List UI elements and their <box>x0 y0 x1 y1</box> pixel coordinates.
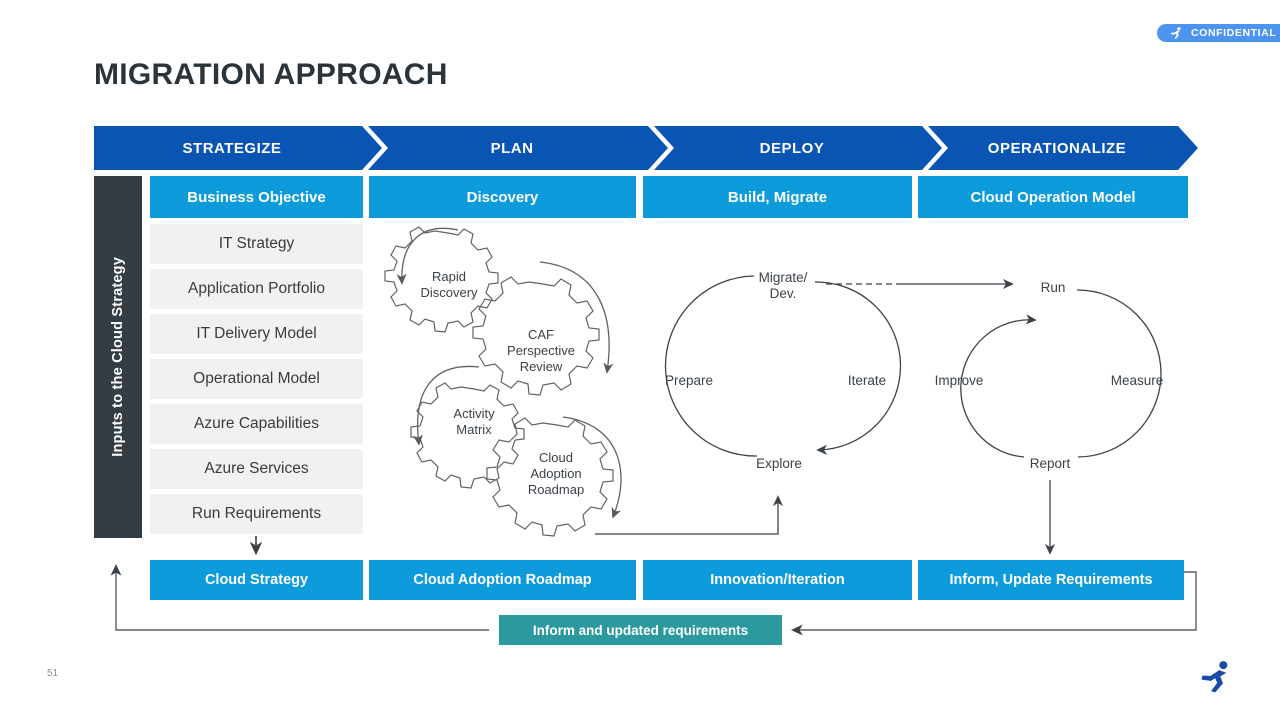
operate-arc-left <box>960 314 1037 458</box>
gear-group <box>384 226 614 537</box>
gear-caf-perspective-review-shape <box>472 276 600 396</box>
phase-label: DEPLOY <box>759 139 825 157</box>
list-item[interactable]: Azure Capabilities <box>150 404 363 444</box>
brand-logo-icon <box>1196 658 1234 696</box>
gear-arc-2 <box>539 261 614 374</box>
sub-header-label: Cloud Operation Model <box>970 188 1136 206</box>
phase-strategize[interactable]: STRATEGIZE <box>94 126 382 170</box>
outcome-label: Cloud Strategy <box>204 572 309 588</box>
operate-node-improve: Improve <box>935 373 984 388</box>
deploy-node-explore: Explore <box>756 456 802 471</box>
page-title: MIGRATION APPROACH <box>94 58 448 91</box>
feedback-label: Inform and updated requirements <box>532 622 749 638</box>
list-item[interactable]: Application Portfolio <box>150 269 363 309</box>
page-number: 51 <box>47 668 59 679</box>
inputs-list: IT Strategy Application Portfolio IT Del… <box>150 224 363 539</box>
list-item-label: Azure Services <box>204 460 309 477</box>
outcome-inform-update-requirements[interactable]: Inform, Update Requirements <box>918 560 1184 600</box>
operate-cycle-labels: Run Measure Report Improve <box>935 280 1164 471</box>
gear-activity-matrix-shape <box>410 382 525 489</box>
gear-arc-4 <box>562 416 622 519</box>
phase-label: OPERATIONALIZE <box>987 139 1127 157</box>
deploy-cycle-labels: Migrate/Dev. Iterate Explore Prepare <box>665 270 886 471</box>
feedback-banner[interactable]: Inform and updated requirements <box>499 615 782 645</box>
gear-arc-1 <box>396 227 459 285</box>
confidential-label: CONFIDENTIAL <box>1191 27 1277 39</box>
phase-label: STRATEGIZE <box>182 139 282 157</box>
sidebar-inputs-banner: Inputs to the Cloud Strategy <box>94 176 142 538</box>
running-figure-icon <box>1169 26 1183 40</box>
deploy-node-prepare: Prepare <box>665 373 713 388</box>
list-item-label: IT Delivery Model <box>196 325 317 342</box>
phase-operationalize[interactable]: OPERATIONALIZE <box>928 126 1198 170</box>
phase-label: PLAN <box>490 139 534 157</box>
list-item-label: IT Strategy <box>218 235 295 252</box>
sidebar-label: Inputs to the Cloud Strategy <box>110 257 126 457</box>
outcome-label: Innovation/Iteration <box>710 572 845 588</box>
deploy-node-migrate-dev: Migrate/Dev. <box>759 270 808 301</box>
deploy-node-iterate: Iterate <box>848 373 886 388</box>
operate-node-report: Report <box>1030 456 1071 471</box>
sub-header-business-objective[interactable]: Business Objective <box>150 176 363 218</box>
outcome-cloud-strategy[interactable]: Cloud Strategy <box>150 560 363 600</box>
phase-plan[interactable]: PLAN <box>368 126 668 170</box>
list-item-label: Application Portfolio <box>188 280 325 297</box>
gear-rapid-discovery-shape <box>384 226 499 333</box>
outcome-label: Cloud Adoption Roadmap <box>413 572 592 588</box>
sub-header-label: Build, Migrate <box>727 188 828 206</box>
gear-cloud-adoption-roadmap-shape <box>486 417 614 537</box>
gear-rotation-arrows <box>396 227 622 519</box>
connector-roadmap-to-explore <box>595 495 784 535</box>
list-item[interactable]: IT Strategy <box>150 224 363 264</box>
list-item[interactable]: Azure Services <box>150 449 363 489</box>
phase-deploy[interactable]: DEPLOY <box>654 126 942 170</box>
list-item[interactable]: IT Delivery Model <box>150 314 363 354</box>
sub-header-discovery[interactable]: Discovery <box>369 176 636 218</box>
phase-header-row: STRATEGIZE PLAN DEPLOY OPERATIONALIZE <box>94 126 1198 170</box>
deploy-arc-right <box>814 281 902 455</box>
confidential-badge: CONFIDENTIAL <box>1157 24 1280 42</box>
operate-cycle-group <box>960 289 1162 458</box>
deploy-arc-left <box>664 275 758 457</box>
deploy-cycle-group <box>664 275 902 457</box>
outcome-label: Inform, Update Requirements <box>949 572 1153 588</box>
list-item-label: Operational Model <box>193 370 320 387</box>
list-item-label: Run Requirements <box>191 505 322 522</box>
list-item[interactable]: Operational Model <box>150 359 363 399</box>
sub-header-label: Discovery <box>466 188 539 206</box>
operate-node-measure: Measure <box>1111 373 1164 388</box>
sub-header-cloud-operation-model[interactable]: Cloud Operation Model <box>918 176 1188 218</box>
sub-header-label: Business Objective <box>187 188 326 206</box>
list-item-label: Azure Capabilities <box>194 415 319 432</box>
sub-header-build-migrate[interactable]: Build, Migrate <box>643 176 912 218</box>
list-item[interactable]: Run Requirements <box>150 494 363 534</box>
outcome-innovation-iteration[interactable]: Innovation/Iteration <box>643 560 912 600</box>
outcome-cloud-adoption-roadmap[interactable]: Cloud Adoption Roadmap <box>369 560 636 600</box>
operate-arc-right <box>1076 289 1162 458</box>
operate-node-run: Run <box>1041 280 1066 295</box>
gear-arc-3 <box>412 365 480 446</box>
